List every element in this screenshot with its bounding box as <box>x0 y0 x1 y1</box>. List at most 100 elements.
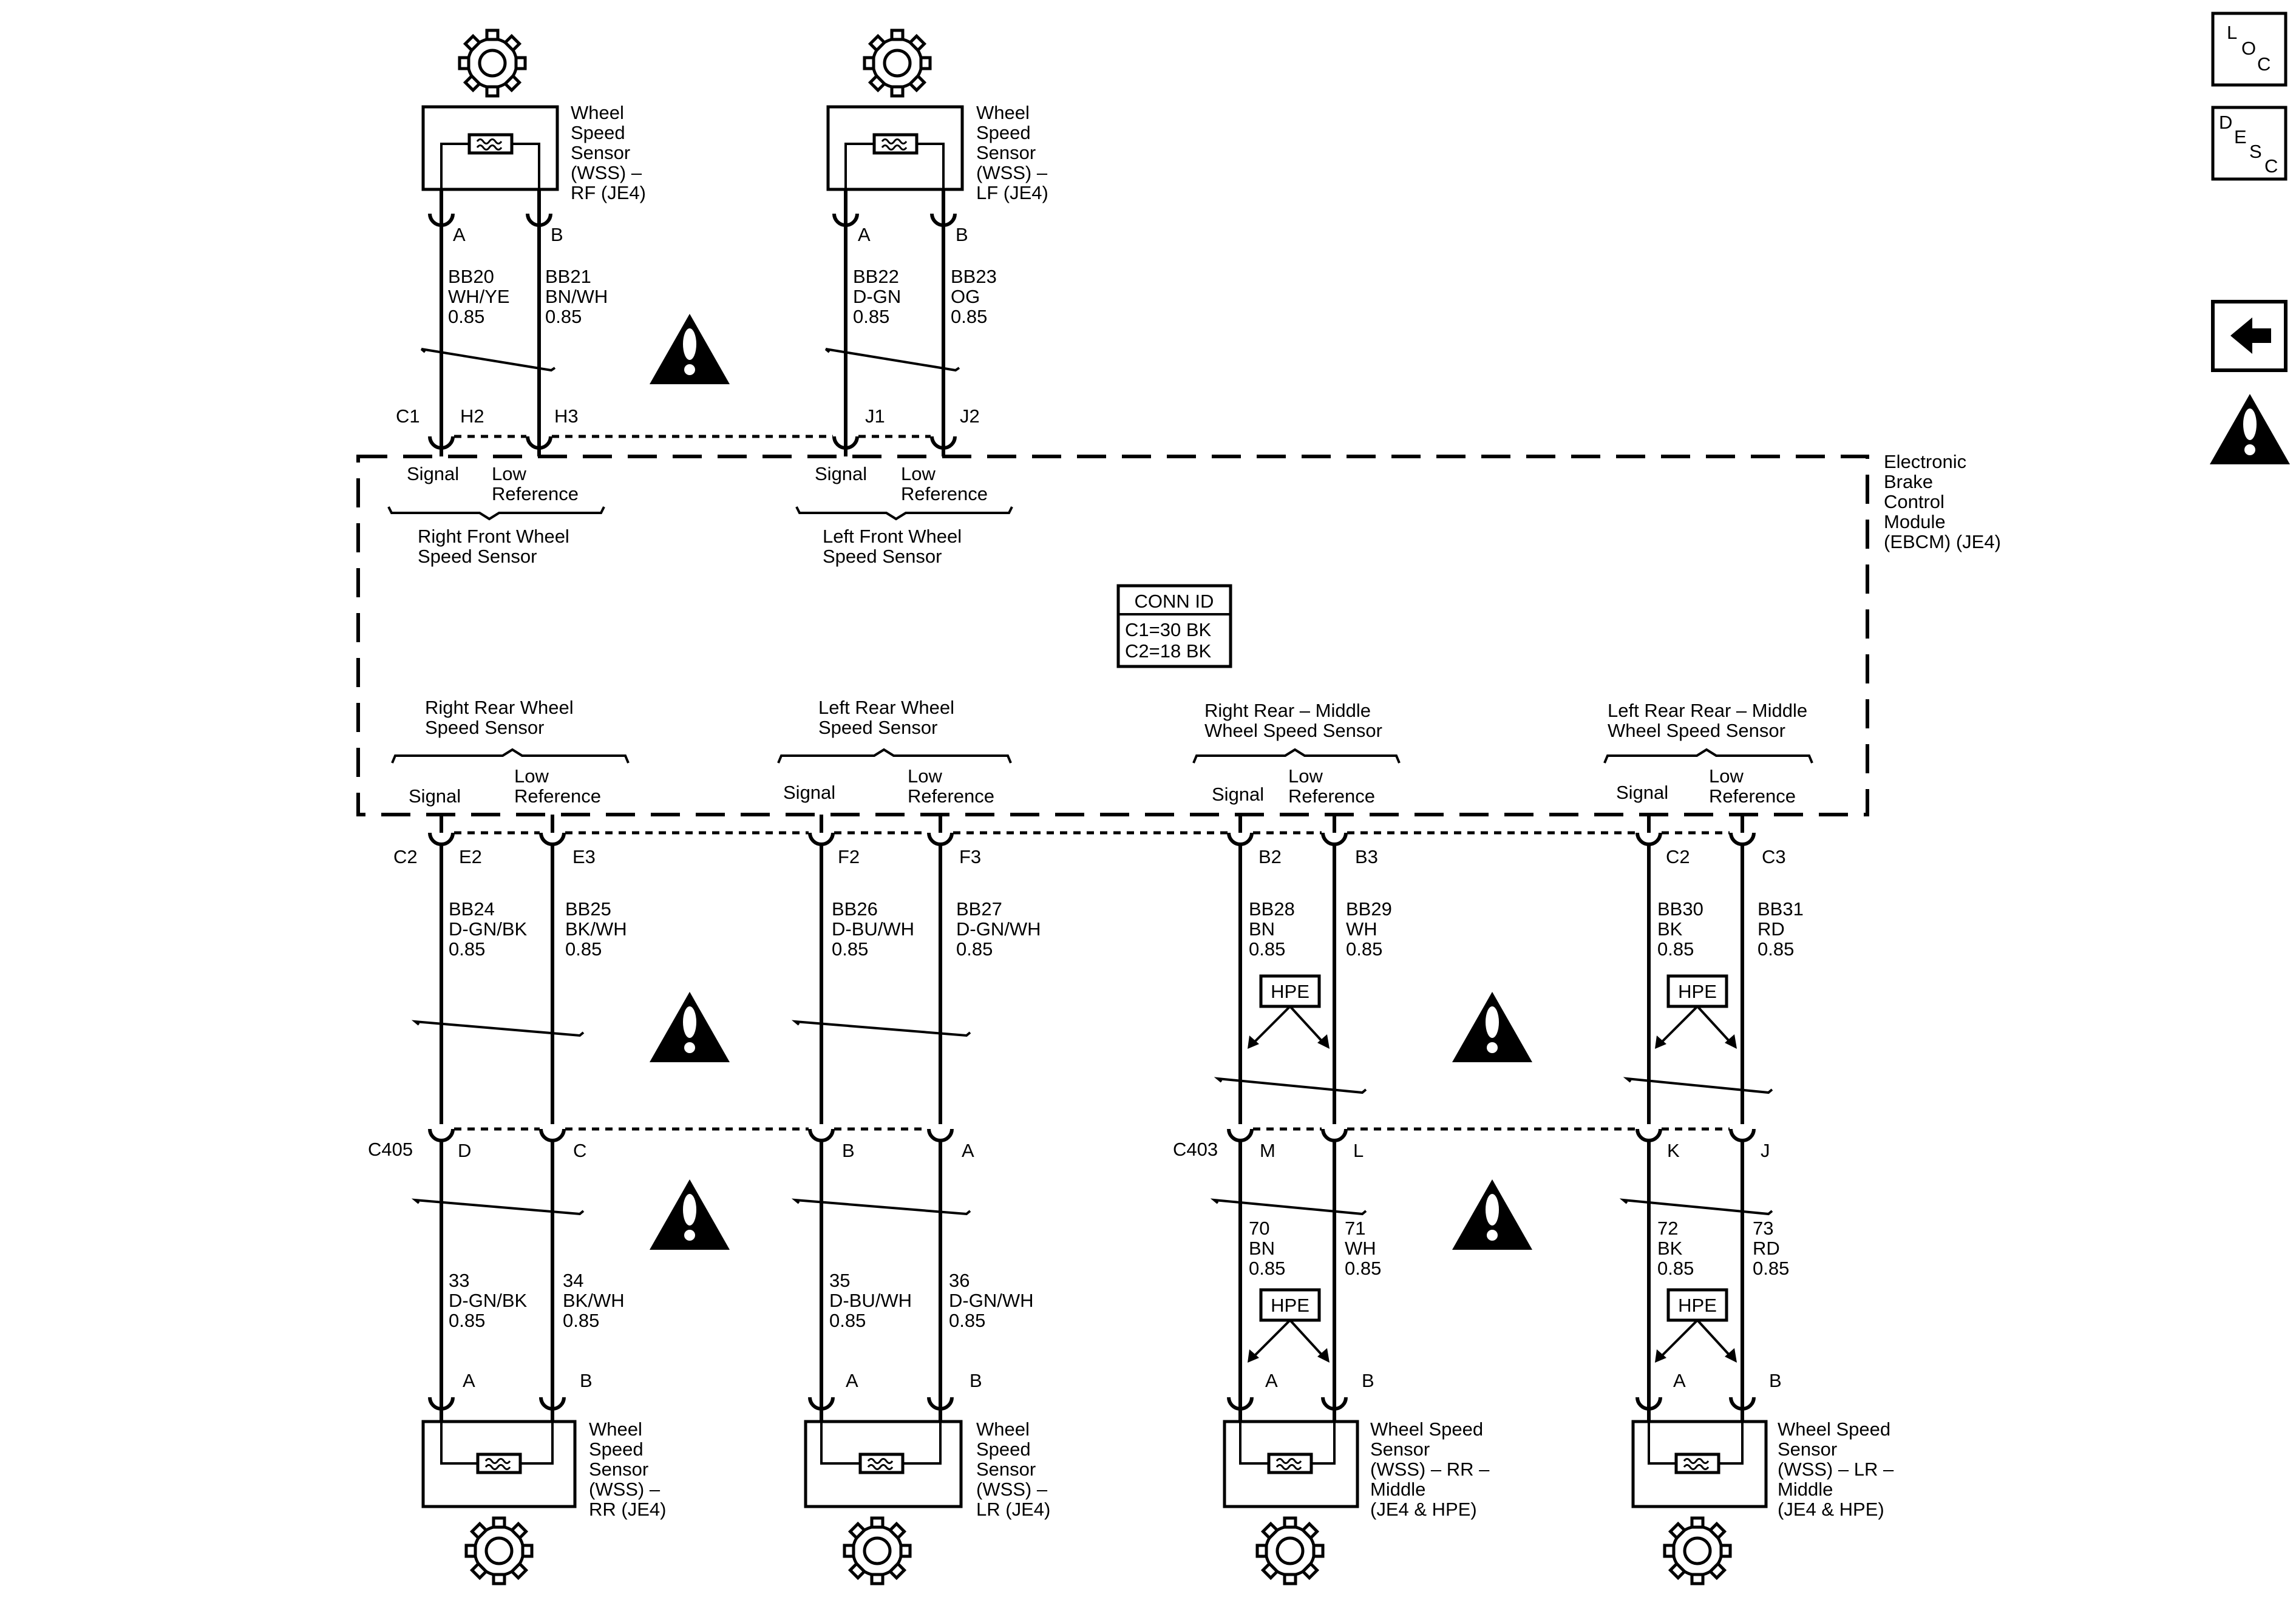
svg-text:BK/WH: BK/WH <box>565 918 627 940</box>
svg-text:HPE: HPE <box>1678 1295 1717 1316</box>
gear-icon <box>460 30 525 96</box>
caution-icon <box>650 1179 730 1250</box>
svg-text:72: 72 <box>1657 1218 1678 1239</box>
gear-icon <box>1257 1518 1323 1584</box>
back-arrow-button[interactable] <box>2211 300 2288 372</box>
svg-text:C: C <box>2257 53 2271 75</box>
pin-label: B <box>956 224 968 245</box>
sensor-lf-label: Wheel Speed Sensor (WSS) – LF (JE4) <box>976 102 1048 203</box>
svg-text:RD: RD <box>1758 918 1785 940</box>
svg-text:D-BU/WH: D-BU/WH <box>832 918 914 940</box>
svg-text:0.85: 0.85 <box>951 306 987 327</box>
svg-text:Signal: Signal <box>815 463 867 484</box>
rear-sensor-terminals: A B A B A B A B <box>430 1370 1782 1422</box>
svg-text:Signal: Signal <box>783 782 835 803</box>
sensor-lr-middle-label: Wheel Speed Sensor (WSS) – LR – Middle (… <box>1778 1419 1894 1520</box>
svg-text:(WSS) –: (WSS) – <box>571 162 642 183</box>
rear-wires-upper <box>440 844 1744 1124</box>
svg-text:33: 33 <box>449 1270 469 1291</box>
svg-text:HPE: HPE <box>1271 1295 1309 1316</box>
svg-text:BB31: BB31 <box>1758 898 1804 920</box>
svg-text:Signal: Signal <box>1212 784 1264 805</box>
twisted-pair-marks-lower <box>411 1198 1773 1216</box>
svg-text:0.85: 0.85 <box>949 1310 985 1331</box>
svg-text:(WSS) –: (WSS) – <box>976 162 1048 183</box>
svg-text:D-BU/WH: D-BU/WH <box>829 1290 912 1311</box>
svg-text:H3: H3 <box>554 405 579 427</box>
svg-text:OG: OG <box>951 286 980 307</box>
svg-text:K: K <box>1667 1140 1680 1161</box>
loc-button[interactable]: L O C <box>2211 12 2288 87</box>
svg-text:C3: C3 <box>1762 846 1786 867</box>
svg-text:A: A <box>962 1140 974 1161</box>
svg-text:C: C <box>573 1140 586 1161</box>
wire-labels-upper: BB24 D-GN/BK 0.85 BB25 BK/WH 0.85 BB26 D… <box>449 898 1804 960</box>
svg-text:BB26: BB26 <box>832 898 878 920</box>
caution-icon <box>2210 394 2290 464</box>
svg-text:C1=30 BK: C1=30 BK <box>1125 619 1212 640</box>
svg-text:0.85: 0.85 <box>1249 1258 1285 1279</box>
svg-text:0.85: 0.85 <box>956 938 993 960</box>
hpe-marker-rrm-lower: HPE <box>1248 1288 1330 1363</box>
svg-text:C403: C403 <box>1173 1139 1218 1160</box>
svg-text:B3: B3 <box>1355 846 1378 867</box>
svg-text:D-GN/BK: D-GN/BK <box>449 1290 528 1311</box>
sensor-rf-label: Wheel Speed Sensor (WSS) – RF (JE4) <box>571 102 646 203</box>
svg-text:BB23: BB23 <box>951 266 997 287</box>
sensor-rr-middle-label: Wheel Speed Sensor (WSS) – RR – Middle (… <box>1370 1419 1490 1520</box>
svg-text:0.85: 0.85 <box>1657 938 1694 960</box>
svg-text:(EBCM) (JE4): (EBCM) (JE4) <box>1884 531 2001 552</box>
svg-text:0.85: 0.85 <box>1249 938 1285 960</box>
left-arrow-icon <box>2230 317 2271 354</box>
hpe-marker-rrm-upper: HPE <box>1248 974 1330 1049</box>
svg-text:BN: BN <box>1249 918 1275 940</box>
desc-button[interactable]: D E S C <box>2211 106 2288 181</box>
svg-text:BB20: BB20 <box>448 266 494 287</box>
svg-text:Signal: Signal <box>409 785 461 807</box>
svg-text:HPE: HPE <box>1271 981 1309 1002</box>
svg-text:(WSS) – LR –: (WSS) – LR – <box>1778 1459 1894 1480</box>
svg-text:BN/WH: BN/WH <box>545 286 608 307</box>
svg-text:Sensor: Sensor <box>1778 1439 1837 1460</box>
svg-text:BB27: BB27 <box>956 898 1002 920</box>
sensor-coil-icon <box>874 135 917 153</box>
svg-text:LF (JE4): LF (JE4) <box>976 182 1048 203</box>
svg-text:E2: E2 <box>459 846 482 867</box>
svg-text:A: A <box>846 1370 858 1391</box>
lf-pin-names: Signal Low Reference Left Front Wheel Sp… <box>795 463 1013 567</box>
wire-label-bb21: BB21 BN/WH 0.85 <box>545 266 608 327</box>
connector-c1: C1 H2 H3 J1 J2 <box>396 405 980 456</box>
svg-text:Speed Sensor: Speed Sensor <box>818 717 937 738</box>
conn-id-table: CONN ID C1=30 BK C2=18 BK <box>1116 584 1232 668</box>
gear-icon <box>844 1518 910 1584</box>
svg-text:Right Rear Wheel: Right Rear Wheel <box>425 697 574 718</box>
svg-text:Left Front Wheel: Left Front Wheel <box>823 526 962 547</box>
svg-text:Signal: Signal <box>1616 782 1668 803</box>
svg-text:Wheel Speed Sensor: Wheel Speed Sensor <box>1608 720 1785 741</box>
gear-icon <box>1665 1518 1730 1584</box>
svg-text:B: B <box>970 1370 982 1391</box>
svg-text:BB29: BB29 <box>1346 898 1392 920</box>
svg-text:M: M <box>1260 1140 1275 1161</box>
svg-text:F2: F2 <box>838 846 860 867</box>
svg-text:J: J <box>1761 1140 1770 1161</box>
svg-text:BK: BK <box>1657 1238 1683 1259</box>
svg-text:Left Rear Rear – Middle: Left Rear Rear – Middle <box>1608 700 1807 721</box>
svg-text:Reference: Reference <box>1709 785 1796 807</box>
svg-text:Brake: Brake <box>1884 471 1933 492</box>
svg-text:Reference: Reference <box>492 483 579 504</box>
svg-text:0.85: 0.85 <box>1345 1258 1381 1279</box>
caution-icon <box>1452 992 1532 1062</box>
hpe-marker-lrm-lower: HPE <box>1655 1288 1737 1363</box>
svg-text:0.85: 0.85 <box>829 1310 866 1331</box>
svg-text:35: 35 <box>829 1270 850 1291</box>
svg-text:Sensor: Sensor <box>571 142 630 163</box>
svg-text:0.85: 0.85 <box>832 938 868 960</box>
svg-text:WH: WH <box>1346 918 1377 940</box>
rf-pin-names: Signal Low Reference Right Front Wheel S… <box>387 463 605 567</box>
svg-text:D: D <box>2219 112 2232 133</box>
svg-text:L: L <box>1353 1140 1364 1161</box>
svg-text:E: E <box>2234 126 2247 147</box>
svg-text:Speed: Speed <box>571 122 625 143</box>
